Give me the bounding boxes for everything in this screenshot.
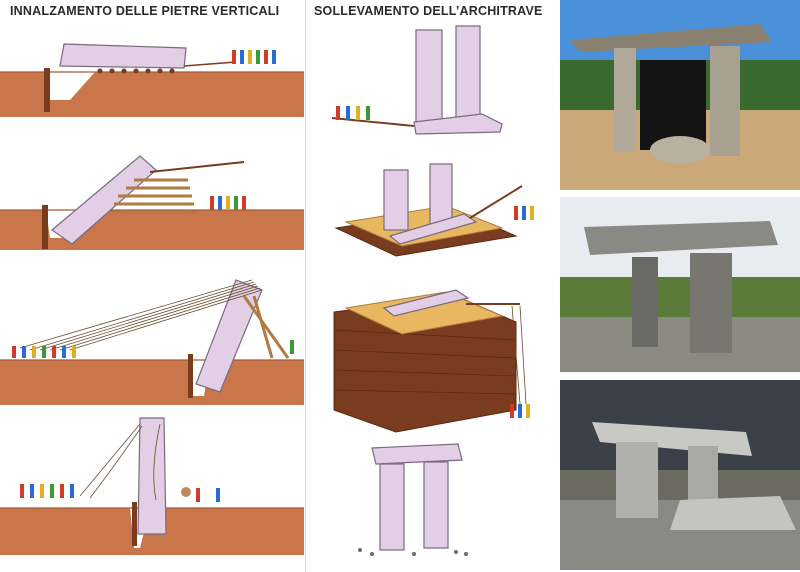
scene-1-stone-on-rollers (0, 43, 304, 117)
panel-divider (305, 0, 306, 572)
scene-2-lever-tilting (0, 155, 304, 250)
workers-group-2 (210, 196, 246, 210)
workers-step-2 (514, 206, 534, 220)
left-panel-title: INNALZAMENTO DELLE PIETRE VERTICALI (10, 4, 280, 18)
middle-panel-title: SOLLEVAMENTO DELL’ARCHITRAVE (314, 4, 543, 18)
scene-3-ropes-pulling (0, 279, 304, 405)
workers-group-3 (12, 340, 294, 358)
lintel-raising-illustration (331, 25, 534, 556)
dolmen-photo-storm (560, 380, 800, 570)
photo-column (560, 0, 800, 572)
vertical-stone-raising-illustration (0, 43, 304, 555)
dolmen-photo-sunny (560, 0, 800, 190)
step-3-stacked-platform (333, 289, 530, 433)
step-4-finished-dolmen (358, 443, 468, 556)
step-2-timber-platform (334, 163, 534, 257)
left-panel: INNALZAMENTO DELLE PIETRE VERTICALI (0, 0, 304, 572)
workers-group-1 (232, 50, 276, 64)
step-1-pillars-with-lintel (331, 25, 503, 135)
workers-step-1 (336, 106, 370, 120)
workers-step-3 (510, 404, 530, 418)
workers-group-4 (20, 484, 220, 502)
middle-panel: SOLLEVAMENTO DELL’ARCHITRAVE (306, 0, 556, 572)
dolmen-photo-field (560, 197, 800, 372)
scene-4-stone-standing (0, 417, 304, 555)
